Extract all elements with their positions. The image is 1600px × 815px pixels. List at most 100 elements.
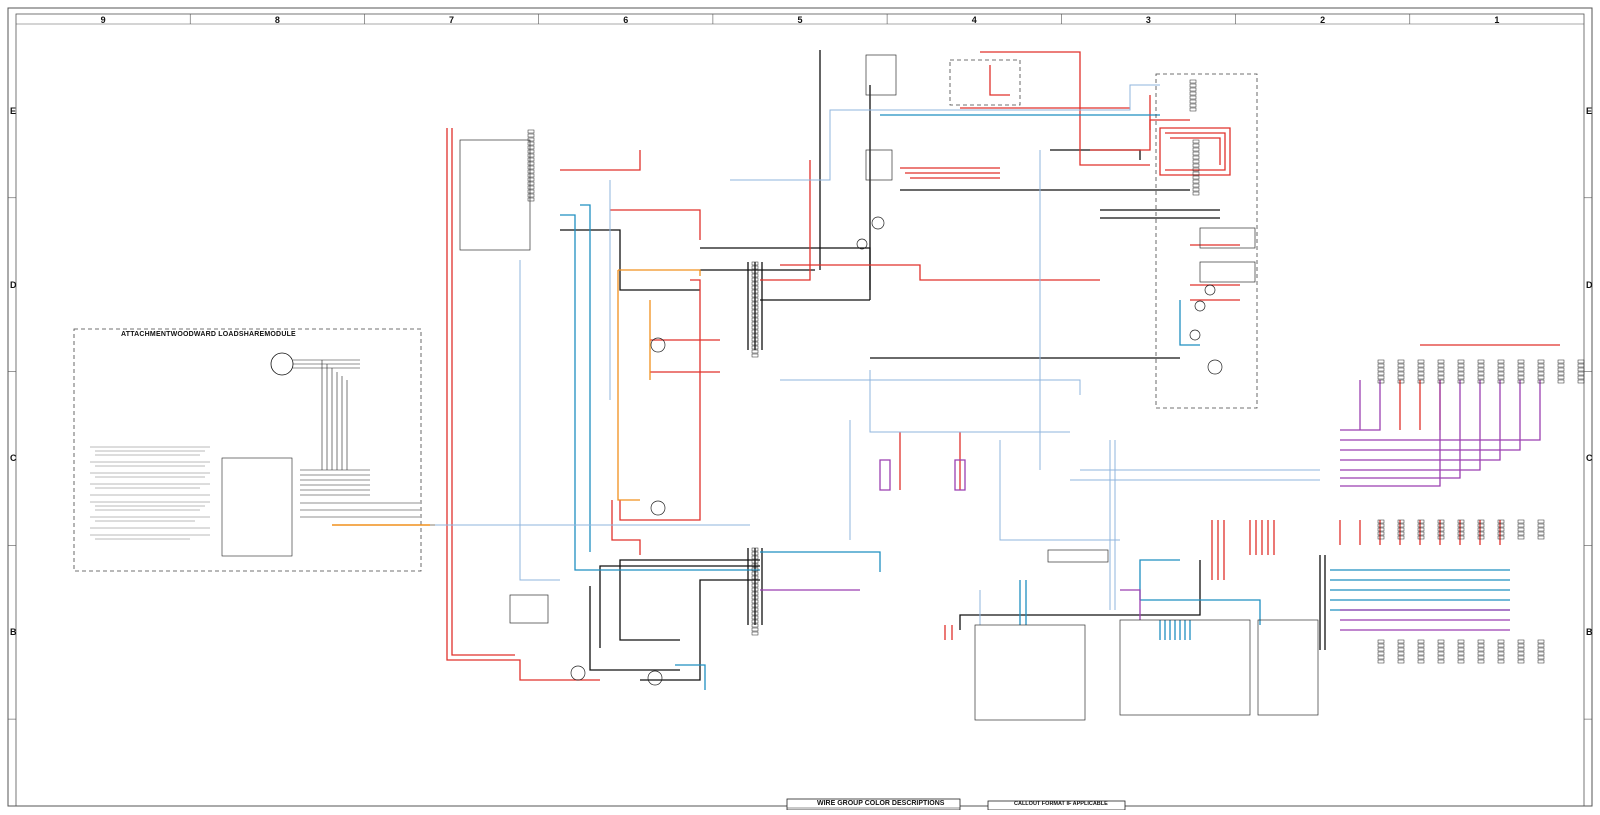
column-zone-8: 8 xyxy=(274,15,280,25)
connector-pin xyxy=(1477,371,1485,376)
connector-pin xyxy=(1417,639,1425,644)
column-zone-6: 6 xyxy=(623,15,629,25)
connector-pin xyxy=(527,185,535,190)
connector-pin xyxy=(1377,639,1385,644)
connector-pin xyxy=(1557,359,1565,364)
connector-pin xyxy=(1517,527,1525,532)
connector-pin xyxy=(1497,655,1505,660)
connector-pin xyxy=(1192,175,1200,180)
connector-pin xyxy=(751,329,759,334)
connector-pin xyxy=(1417,363,1425,368)
purple-wires xyxy=(760,380,1541,631)
connector-pin xyxy=(1477,379,1485,384)
connector-pin xyxy=(1377,531,1385,536)
dashed-component-boxes xyxy=(949,59,1258,409)
column-zone-2: 2 xyxy=(1320,15,1326,25)
callout-format-title: CALLOUT FORMAT IF APPLICABLE xyxy=(1014,801,1108,807)
connector-pin xyxy=(751,619,759,624)
generator-symbol xyxy=(270,352,294,376)
connector-pin xyxy=(1417,519,1425,524)
connector-pin xyxy=(1192,167,1200,172)
connector-pin xyxy=(1192,155,1200,160)
connector-pin xyxy=(1377,527,1385,532)
column-zone-3: 3 xyxy=(1145,15,1151,25)
connector-pin xyxy=(1437,655,1445,660)
column-zone-1: 1 xyxy=(1494,15,1500,25)
connector-pin xyxy=(1477,531,1485,536)
row-zone-E-right: E xyxy=(1586,105,1593,116)
connector-pin xyxy=(1397,651,1405,656)
connector-pin xyxy=(527,149,535,154)
connector-pin xyxy=(1577,363,1585,368)
connector-pin xyxy=(1397,655,1405,660)
connector-pin xyxy=(1577,371,1585,376)
connector-pin xyxy=(1517,655,1525,660)
connector-pin xyxy=(1457,371,1465,376)
connector-pin xyxy=(1437,643,1445,648)
connector-pin xyxy=(1397,659,1405,664)
connector-pin xyxy=(527,141,535,146)
connector-pin xyxy=(1417,359,1425,364)
connector-pin xyxy=(751,627,759,632)
connector-pin xyxy=(1457,651,1465,656)
connector-pin xyxy=(1497,367,1505,372)
connector-pin xyxy=(1437,363,1445,368)
connector-pin xyxy=(751,559,759,564)
connector-pin xyxy=(751,297,759,302)
connector-pin xyxy=(1537,367,1545,372)
connector-pin xyxy=(1477,363,1485,368)
connector-pin xyxy=(1192,143,1200,148)
connector-pin xyxy=(751,269,759,274)
connector-pin xyxy=(1477,651,1485,656)
connector-pin xyxy=(1437,519,1445,524)
connector-pin xyxy=(1497,363,1505,368)
module-ct-wires xyxy=(293,359,370,496)
connector-pin xyxy=(751,349,759,354)
connector-pin xyxy=(751,305,759,310)
connector-pin xyxy=(1557,363,1565,368)
connector-pin xyxy=(1457,647,1465,652)
connector-pin xyxy=(1457,523,1465,528)
connector-pin xyxy=(1497,639,1505,644)
connector-pin xyxy=(751,591,759,596)
connector-pin xyxy=(1457,379,1465,384)
connector-pin xyxy=(1457,659,1465,664)
connector-pin xyxy=(1537,659,1545,664)
loadshare-module-block xyxy=(221,457,293,557)
connector-pin xyxy=(1517,519,1525,524)
connector-pin xyxy=(1577,379,1585,384)
connector-pin xyxy=(1397,643,1405,648)
connector-pin xyxy=(1397,519,1405,524)
connector-pin xyxy=(527,173,535,178)
connector-pin xyxy=(1457,375,1465,380)
connector-pin xyxy=(1537,643,1545,648)
connector-pin xyxy=(527,145,535,150)
connector-pin xyxy=(751,353,759,358)
connector-pin xyxy=(1437,379,1445,384)
connector-pin xyxy=(527,157,535,162)
connector-pin xyxy=(751,599,759,604)
connector-pin xyxy=(527,133,535,138)
connector-pin xyxy=(1397,359,1405,364)
connector-pin xyxy=(1417,375,1425,380)
row-zone-B-left: B xyxy=(10,627,17,638)
connector-pin xyxy=(1497,523,1505,528)
red-wires xyxy=(446,51,1560,681)
connector-pin xyxy=(1457,527,1465,532)
connector-pin xyxy=(1517,531,1525,536)
connector-pin xyxy=(1397,527,1405,532)
connector-pin xyxy=(1537,523,1545,528)
connector-pin xyxy=(1497,375,1505,380)
connector-pin xyxy=(1437,527,1445,532)
connector-pin xyxy=(1517,643,1525,648)
connector-pin xyxy=(1537,527,1545,532)
connector-pin xyxy=(751,325,759,330)
connector-pin xyxy=(1417,651,1425,656)
connector-pin xyxy=(751,615,759,620)
connector-pin xyxy=(1377,651,1385,656)
connector-pin xyxy=(1377,379,1385,384)
connector-pin xyxy=(1189,107,1197,112)
connector-pin xyxy=(1457,367,1465,372)
connector-pin xyxy=(751,583,759,588)
